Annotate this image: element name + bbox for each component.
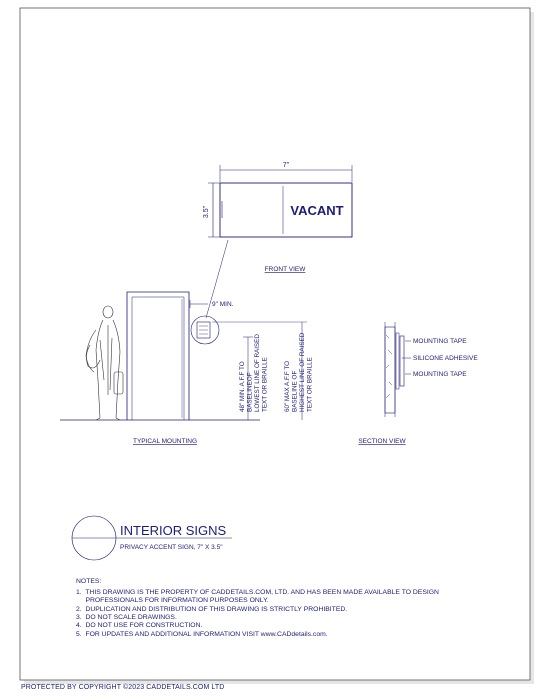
note-48-min: 48" MIN. A.F.F TO BASELINEOF LOWEST LINE… bbox=[239, 332, 269, 412]
section-label: SILICONE ADHESIVE bbox=[413, 355, 478, 362]
section-label: MOUNTING TAPE bbox=[413, 338, 467, 345]
person-figure bbox=[85, 305, 124, 421]
note-48-line: TEXT OR BRAILLE bbox=[262, 357, 269, 412]
notes: NOTES: 1. THIS DRAWING IS THE PROPERTY O… bbox=[76, 578, 439, 638]
front-view-label: FRONT VIEW bbox=[265, 266, 307, 273]
sign-text: VACANT bbox=[290, 203, 343, 218]
note-item: 1. THIS DRAWING IS THE PROPERTY OF CADDE… bbox=[76, 589, 439, 596]
dim-height-label: 3.5" bbox=[203, 205, 210, 218]
typical-mounting-label: TYPICAL MOUNTING bbox=[133, 438, 197, 445]
note-48-line: 48" MIN. A.F.F TO bbox=[239, 361, 246, 412]
section-view-label: SECTION VIEW bbox=[358, 438, 406, 445]
copyright-footer: PROTECTED BY COPYRIGHT ©2023 CADDETAILS.… bbox=[21, 684, 225, 691]
note-item: PROFESSIONALS FOR INFORMATION PURPOSES O… bbox=[76, 597, 269, 604]
notes-heading: NOTES: bbox=[76, 578, 101, 585]
subtitle-text: PRIVACY ACCENT SIGN, 7" X 3.5" bbox=[120, 544, 223, 551]
title-block: INTERIOR SIGNS PRIVACY ACCENT SIGN, 7" X… bbox=[71, 515, 232, 561]
note-item: 4. DO NOT USE FOR CONSTRUCTION. bbox=[76, 622, 202, 629]
title-text: INTERIOR SIGNS bbox=[120, 523, 227, 538]
dim-9min-label: 9" MIN. bbox=[212, 301, 234, 308]
note-item: 5. FOR UPDATES AND ADDITIONAL INFORMATIO… bbox=[76, 631, 328, 638]
front-view: 7" 3.5" VACANT FRONT VIEW bbox=[203, 162, 353, 319]
note-60-line: BASELINE OF bbox=[292, 371, 299, 412]
dim-width-label: 7" bbox=[283, 162, 290, 169]
note-60-line: 60" MAX A.F.F TO bbox=[284, 361, 291, 412]
note-48-line: BASELINEOF bbox=[247, 372, 254, 412]
section-view: MOUNTING TAPE SILICONE ADHESIVE MOUNTING… bbox=[358, 322, 478, 445]
note-60-line: HIGHEST LINE OF RAISED bbox=[299, 332, 306, 412]
detail-circle bbox=[190, 315, 220, 345]
typical-mounting: 9" MIN. 48" MIN. A.F.F TO BASELINEOF LOW… bbox=[60, 291, 314, 445]
note-item: 2. DUPLICATION AND DISTRIBUTION OF THIS … bbox=[76, 606, 347, 613]
sign-face bbox=[219, 182, 353, 238]
note-item: 3. DO NOT SCALE DRAWINGS. bbox=[76, 614, 177, 621]
note-60-max: 60" MAX A.F.F TO BASELINE OF HIGHEST LIN… bbox=[284, 331, 314, 412]
section-label: MOUNTING TAPE bbox=[413, 371, 467, 378]
sheet-border bbox=[19, 7, 531, 681]
note-60-line: TEXT OR BRAILLE bbox=[307, 357, 314, 412]
note-48-line: LOWEST LINE OF RAISED bbox=[254, 334, 261, 412]
